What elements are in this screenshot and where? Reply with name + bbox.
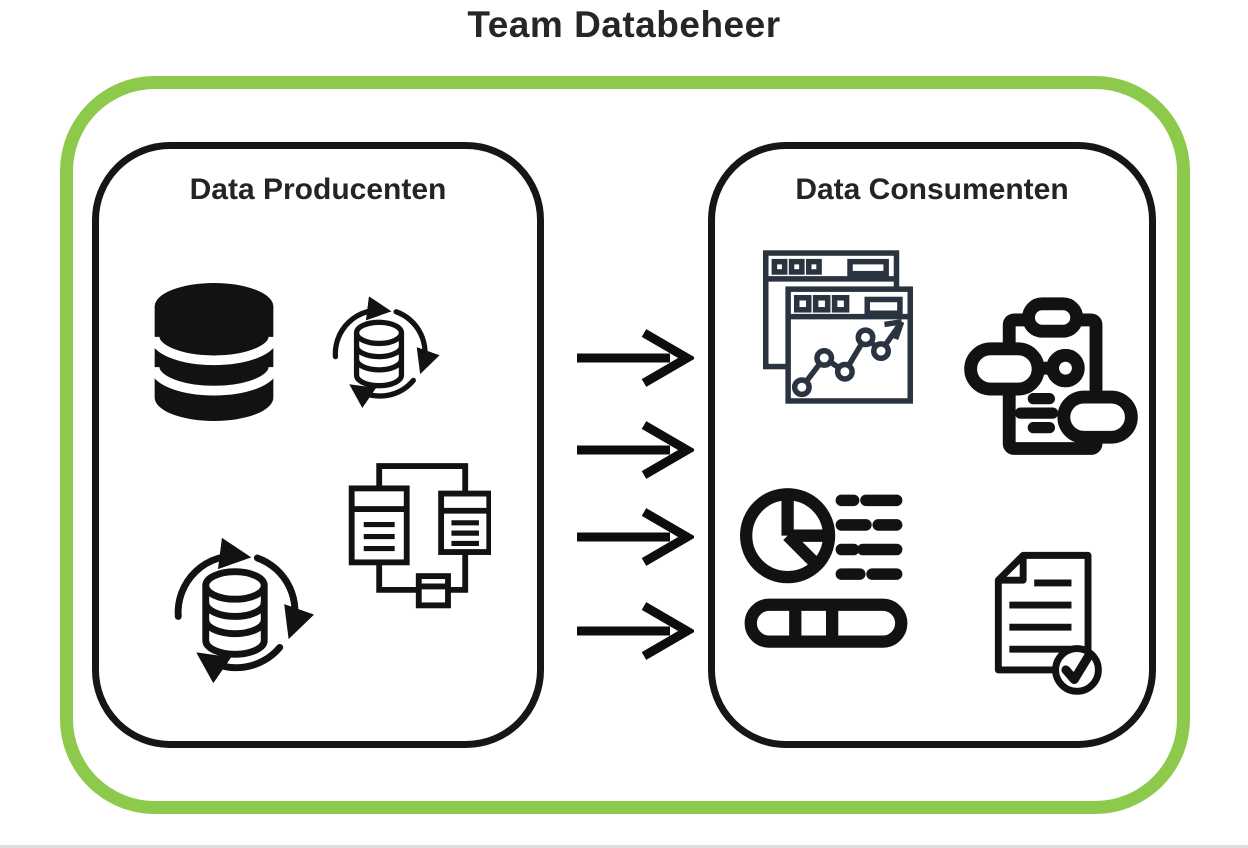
- flow-arrow-icon: [574, 418, 696, 482]
- database-sync-icon: [313, 287, 445, 421]
- flowchart-icon: [319, 453, 491, 627]
- database-sync-icon: [147, 527, 323, 699]
- pie-chart-report-icon: [731, 485, 921, 657]
- document-check-icon: [979, 535, 1117, 711]
- screenshot-bottom-edge: [0, 845, 1248, 848]
- consumers-group: Data Consumenten: [708, 142, 1156, 748]
- producers-title: Data Producenten: [189, 173, 447, 206]
- flow-arrow-icon: [574, 599, 696, 663]
- flow-arrow-icon: [574, 326, 696, 390]
- flow-arrow-icon: [574, 505, 696, 569]
- consumers-title: Data Consumenten: [795, 173, 1069, 206]
- producers-group: Data Producenten: [92, 142, 544, 748]
- diagram-title: Team Databeheer: [467, 4, 781, 45]
- database-icon: [145, 275, 283, 429]
- clipboard-workflow-icon: [955, 291, 1147, 471]
- analytics-windows-icon: [751, 241, 925, 413]
